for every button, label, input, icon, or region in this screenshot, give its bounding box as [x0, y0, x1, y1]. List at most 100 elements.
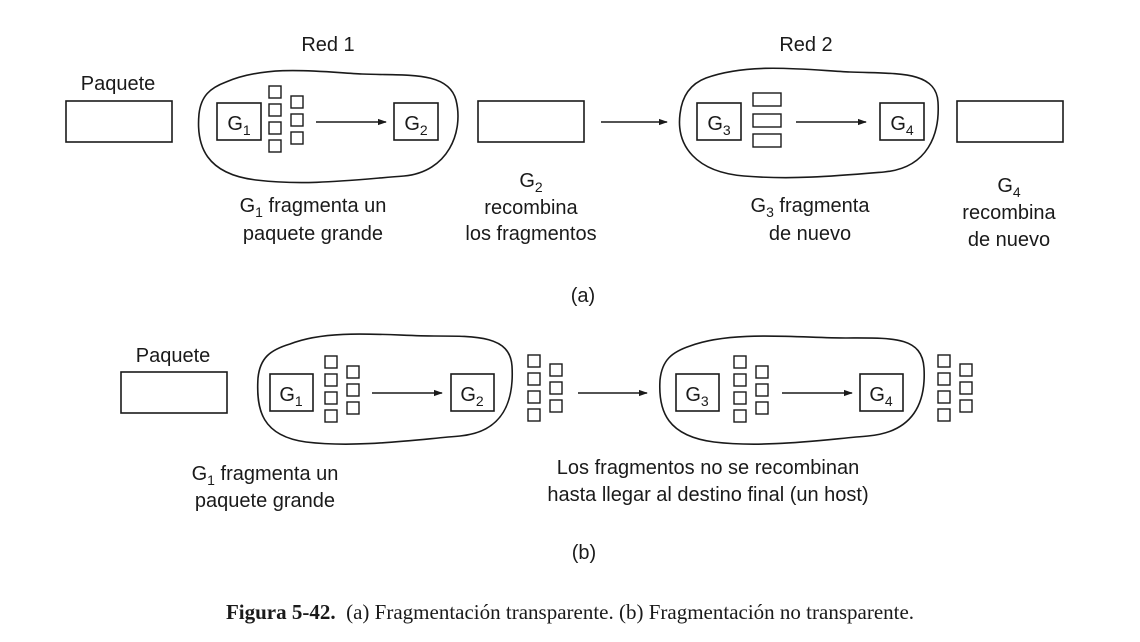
caption-g1-b-line2: paquete grande — [195, 490, 335, 512]
fragment — [755, 365, 769, 379]
caption-g2-line2: recombina — [484, 197, 578, 219]
net1-title: Red 1 — [301, 34, 354, 56]
caption-g1-line2: paquete grande — [243, 223, 383, 245]
gateway-g4-a-label: G4 — [890, 113, 914, 138]
gateway-g1-a-label: G1 — [227, 113, 251, 138]
caption-g1-fragments-b: G1 fragmenta un paquete grande — [192, 463, 339, 512]
fragment — [733, 355, 747, 369]
caption-g1-b-line1: G1 fragmenta un — [192, 463, 339, 488]
caption-g2-recombines: G2 recombina los fragmentos — [465, 170, 596, 245]
fragment — [937, 372, 951, 386]
gateway-g4-b — [859, 373, 904, 412]
part-b-label: (b) — [572, 542, 596, 564]
fragments-g3-b — [733, 355, 769, 423]
gateway-g3-b-label: G3 — [685, 384, 709, 409]
fragment — [268, 139, 282, 153]
gateway-g2-b-label: G2 — [460, 384, 484, 409]
net2-title: Red 2 — [779, 34, 832, 56]
caption-g2-line1: G2 — [519, 170, 543, 195]
caption-no-recombine-line1: Los fragmentos no se recombinan — [557, 457, 859, 479]
gateway-g2-a — [393, 102, 439, 141]
packet-box-a — [65, 100, 173, 143]
network-1-cloud-b — [256, 333, 514, 445]
gateway-g4-b-label: G4 — [869, 384, 893, 409]
fragment — [290, 131, 304, 145]
gateway-g1-b — [269, 373, 314, 412]
network-1-cloud — [197, 69, 459, 184]
figure-caption-label: Figura 5-42. — [226, 600, 336, 624]
fragments-at-destination — [937, 354, 973, 422]
gateway-g3-a-label: G3 — [707, 113, 731, 138]
fragments-g3-a — [752, 92, 782, 148]
network-2-cloud — [678, 67, 939, 179]
caption-g1-line1: G1 fragmenta un — [240, 195, 387, 220]
fragment — [346, 401, 360, 415]
caption-g3-line1: G3 fragmenta — [751, 195, 871, 220]
fragment — [527, 390, 541, 404]
fragment — [527, 408, 541, 422]
gateway-g2-b — [450, 373, 495, 412]
fragment — [527, 354, 541, 368]
fragment — [324, 391, 338, 405]
fragment — [959, 381, 973, 395]
fragment — [346, 383, 360, 397]
fragment — [324, 373, 338, 387]
fragment — [733, 373, 747, 387]
caption-no-recombine-line2: hasta llegar al destino final (un host) — [547, 484, 868, 506]
figure-caption-text: (a) Fragmentación transparente. (b) Frag… — [336, 600, 914, 624]
fragment — [937, 408, 951, 422]
caption-g4-recombines: G4 recombina de nuevo — [962, 175, 1056, 251]
fragment — [752, 133, 782, 148]
fragment — [549, 381, 563, 395]
fragment — [959, 363, 973, 377]
caption-g4-line3: de nuevo — [968, 229, 1050, 251]
fragment — [290, 113, 304, 127]
fragment — [549, 399, 563, 413]
gateway-g3-a — [696, 102, 742, 141]
fragment — [346, 365, 360, 379]
caption-g4-line1: G4 — [997, 175, 1021, 200]
output-packet-box — [956, 100, 1064, 143]
fragment — [752, 113, 782, 128]
fragment — [755, 401, 769, 415]
fragments-g1-a — [268, 85, 304, 153]
fragment — [324, 409, 338, 423]
fragment — [755, 383, 769, 397]
caption-g3-line2: de nuevo — [769, 223, 851, 245]
fragment — [268, 85, 282, 99]
fragment — [752, 92, 782, 107]
fragments-in-transit — [527, 354, 563, 422]
packet-label-b: Paquete — [136, 345, 211, 367]
fragments-g1-b — [324, 355, 360, 423]
caption-no-recombine: Los fragmentos no se recombinan hasta ll… — [547, 457, 868, 506]
fragment — [549, 363, 563, 377]
caption-g3-fragments: G3 fragmenta de nuevo — [751, 195, 871, 245]
fragment — [959, 399, 973, 413]
gateway-g2-a-label: G2 — [404, 113, 428, 138]
figure-caption: Figura 5-42. (a) Fragmentación transpare… — [226, 600, 914, 624]
fragment — [324, 355, 338, 369]
caption-g1-fragments: G1 fragmenta un paquete grande — [240, 195, 387, 245]
part-a-transparent: Red 1 Red 2 Paquete G1 G2 G3 — [65, 34, 1064, 307]
gateway-g1-b-label: G1 — [279, 384, 303, 409]
network-2-cloud-b — [658, 335, 925, 445]
gateway-g4-a — [879, 102, 925, 141]
reassembled-packet-box — [477, 100, 585, 143]
fragment — [937, 390, 951, 404]
fragment — [733, 391, 747, 405]
fragment — [937, 354, 951, 368]
gateway-g1-a — [216, 102, 262, 141]
fragment — [268, 121, 282, 135]
fragment — [527, 372, 541, 386]
part-b-nontransparent: Paquete G1 G2 — [120, 333, 973, 564]
fragment — [733, 409, 747, 423]
part-a-label: (a) — [571, 285, 595, 307]
packet-label-a: Paquete — [81, 73, 156, 95]
caption-g2-line3: los fragmentos — [465, 223, 596, 245]
packet-box-b — [120, 371, 228, 414]
fragment — [268, 103, 282, 117]
fragment — [290, 95, 304, 109]
caption-g4-line2: recombina — [962, 202, 1056, 224]
gateway-g3-b — [675, 373, 720, 412]
